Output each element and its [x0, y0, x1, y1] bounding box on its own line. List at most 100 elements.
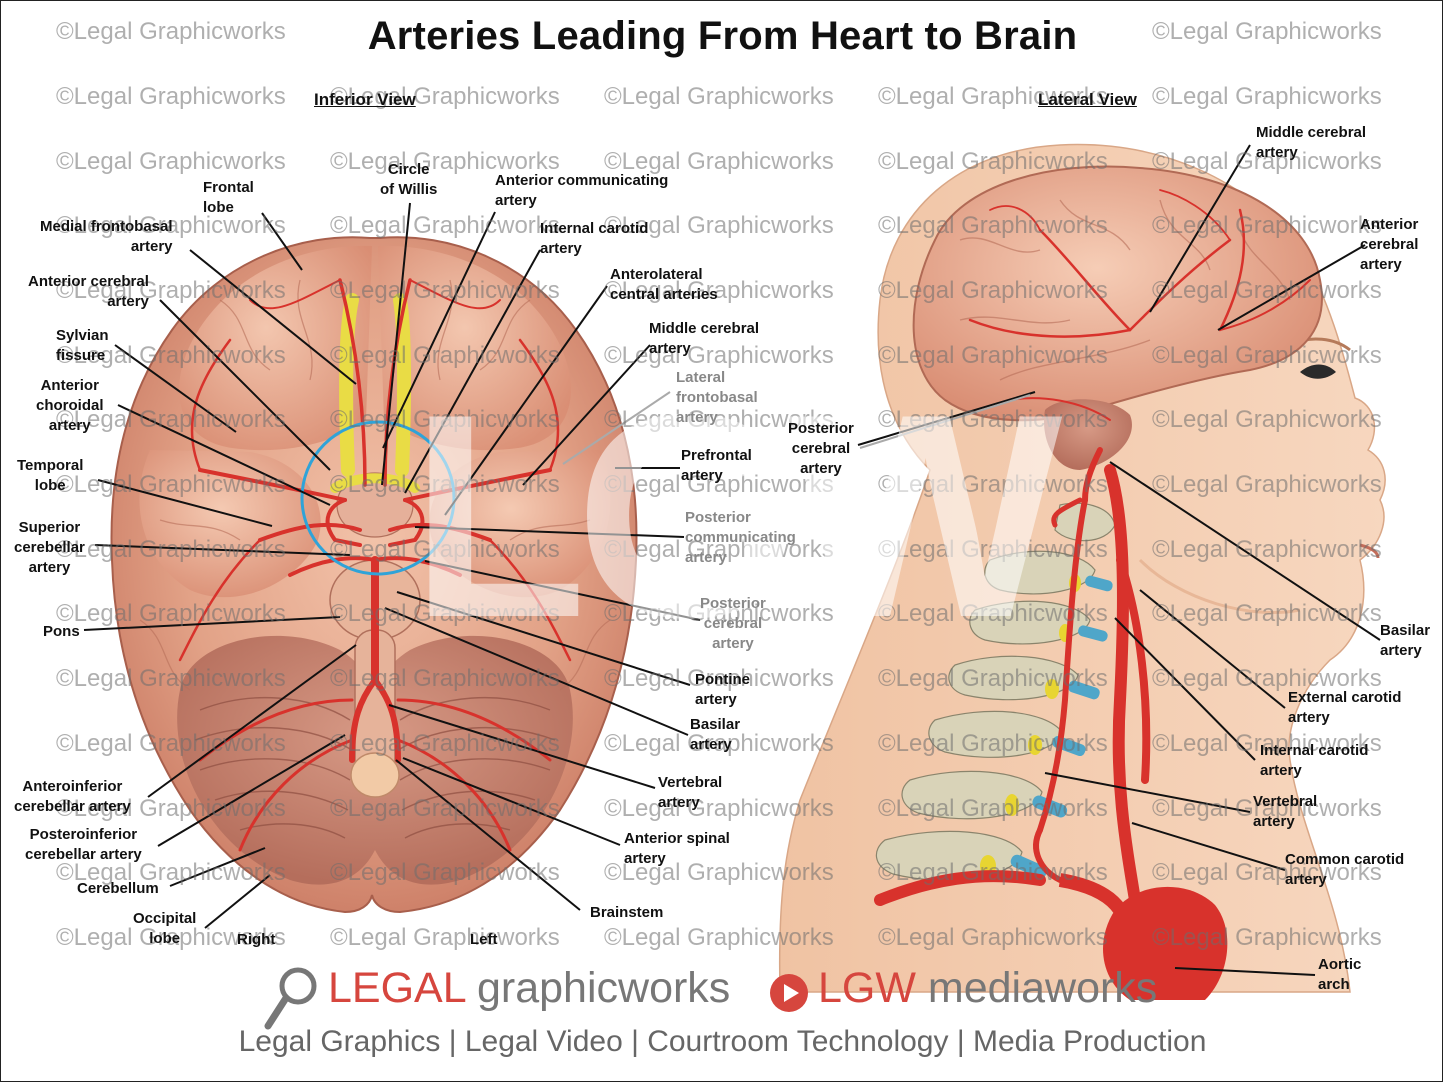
watermark-text: ©Legal Graphicworks	[330, 924, 560, 951]
watermark-text: ©Legal Graphicworks	[56, 730, 286, 757]
label-line: lobe	[203, 199, 234, 216]
watermark-text: ©Legal Graphicworks	[330, 212, 560, 239]
label-line: Anterior spinal	[624, 830, 730, 847]
label-anteroinferior-cerebellar-artery: Anteroinferior cerebellar artery	[14, 777, 131, 817]
watermark-text: ©Legal Graphicworks	[1152, 342, 1382, 369]
label-anterior-cerebral-artery-inferior: Anterior cerebral artery	[28, 272, 149, 312]
watermark-text: ©Legal Graphicworks	[604, 471, 834, 498]
watermark-text: ©Legal Graphicworks	[604, 148, 834, 175]
watermark-text: ©Legal Graphicworks	[56, 859, 286, 886]
label-line: artery	[130, 238, 173, 255]
label-line: Aortic	[1318, 956, 1362, 973]
label-line: artery	[1260, 762, 1302, 779]
watermark-text: ©Legal Graphicworks	[1152, 924, 1382, 951]
label-line: Vertebral	[1253, 793, 1318, 810]
subclavian-connection	[1058, 873, 1126, 915]
label-line: Middle cerebral	[1256, 124, 1367, 141]
watermark-text: ©Legal Graphicworks	[330, 148, 560, 175]
lateral-brain-arteries	[968, 189, 1311, 421]
watermark-text: ©Legal Graphicworks	[878, 924, 1108, 951]
label-line: artery	[540, 240, 582, 257]
label-left: Left	[470, 930, 498, 950]
watermark-text: ©Legal Graphicworks	[878, 730, 1108, 757]
watermark-text: ©Legal Graphicworks	[330, 83, 560, 110]
label-line: of Willis	[380, 181, 438, 198]
label-right: Right	[237, 930, 275, 950]
label-line: Anterior cerebral	[28, 273, 149, 290]
jaw-shadow	[1138, 558, 1301, 614]
label-line: Right	[237, 931, 276, 948]
frontal-lobe-left-shape	[179, 245, 372, 451]
label-line: fissure	[56, 347, 106, 364]
watermark-text: ©Legal Graphicworks	[56, 342, 286, 369]
frontal-lobe-right-shape	[378, 245, 571, 451]
label-line: Medial frontobasal	[40, 218, 173, 235]
watermark-text: ©Legal Graphicworks	[56, 83, 286, 110]
watermark-text: ©Legal Graphicworks	[604, 795, 834, 822]
footer-brand-legal-graphicworks: LEGAL graphicworks	[328, 964, 730, 1013]
label-line: cerebral	[703, 615, 763, 632]
label-line: Anterior	[40, 377, 99, 394]
watermark-text: ©Legal Graphicworks	[56, 212, 286, 239]
label-aortic-arch: Aortic arch	[1318, 955, 1361, 995]
brand-mediaworks: mediaworks	[915, 964, 1158, 1012]
watermark-text: ©Legal Graphicworks	[1152, 212, 1382, 239]
label-line: Brainstem	[590, 904, 664, 921]
grey-leader-lines	[562, 391, 1031, 465]
label-line: Anterolateral	[610, 266, 703, 283]
brand-graphicworks: graphicworks	[465, 964, 731, 1012]
label-medial-frontobasal-artery: Medial frontobasal artery	[40, 217, 173, 257]
watermark-text: ©Legal Graphicworks	[56, 471, 286, 498]
watermark-text: ©Legal Graphicworks	[56, 665, 286, 692]
label-line: artery	[48, 417, 91, 434]
label-line: artery	[690, 736, 732, 753]
label-line: Common carotid	[1285, 851, 1405, 868]
label-line: arch	[1318, 976, 1350, 993]
label-line: artery	[107, 293, 149, 310]
label-line: artery	[676, 409, 718, 426]
label-line: Temporal	[17, 457, 84, 474]
label-line: artery	[800, 460, 842, 477]
label-line: Posterior	[685, 509, 751, 526]
watermark-text: ©Legal Graphicworks	[330, 795, 560, 822]
watermark-text: ©Legal Graphicworks	[330, 406, 560, 433]
label-line: Anteroinferior	[22, 778, 123, 795]
label-line: artery	[1360, 256, 1402, 273]
label-frontal-lobe: Frontal lobe	[203, 178, 254, 218]
brand-legal: LEGAL	[328, 964, 466, 1012]
olfactory-tract-left	[339, 293, 359, 477]
watermark-text: ©Legal Graphicworks	[56, 795, 286, 822]
label-line: Pontine	[695, 671, 750, 688]
label-line: Frontal	[203, 179, 254, 196]
label-line: Pons	[43, 623, 80, 640]
label-line: cerebral	[791, 440, 851, 457]
watermark-text: ©Legal Graphicworks	[878, 406, 1108, 433]
label-line: artery	[1256, 144, 1298, 161]
label-line: Prefrontal	[681, 447, 752, 464]
label-line: cerebellar artery	[14, 798, 131, 815]
watermark-text: ©Legal Graphicworks	[330, 471, 560, 498]
watermark-text: ©Legal Graphicworks	[1152, 277, 1382, 304]
neck-arteries	[1033, 447, 1151, 906]
play-icon	[768, 972, 810, 1014]
lateral-brain-shape	[912, 165, 1323, 422]
label-line: cerebellar artery	[25, 846, 142, 863]
watermark-text: ©Legal Graphicworks	[56, 277, 286, 304]
label-line: artery	[1285, 871, 1327, 888]
label-line: artery	[685, 549, 727, 566]
watermark-text: ©Legal Graphicworks	[604, 730, 834, 757]
watermark-text: ©Legal Graphicworks	[330, 277, 560, 304]
subclavian-artery	[874, 870, 1046, 906]
